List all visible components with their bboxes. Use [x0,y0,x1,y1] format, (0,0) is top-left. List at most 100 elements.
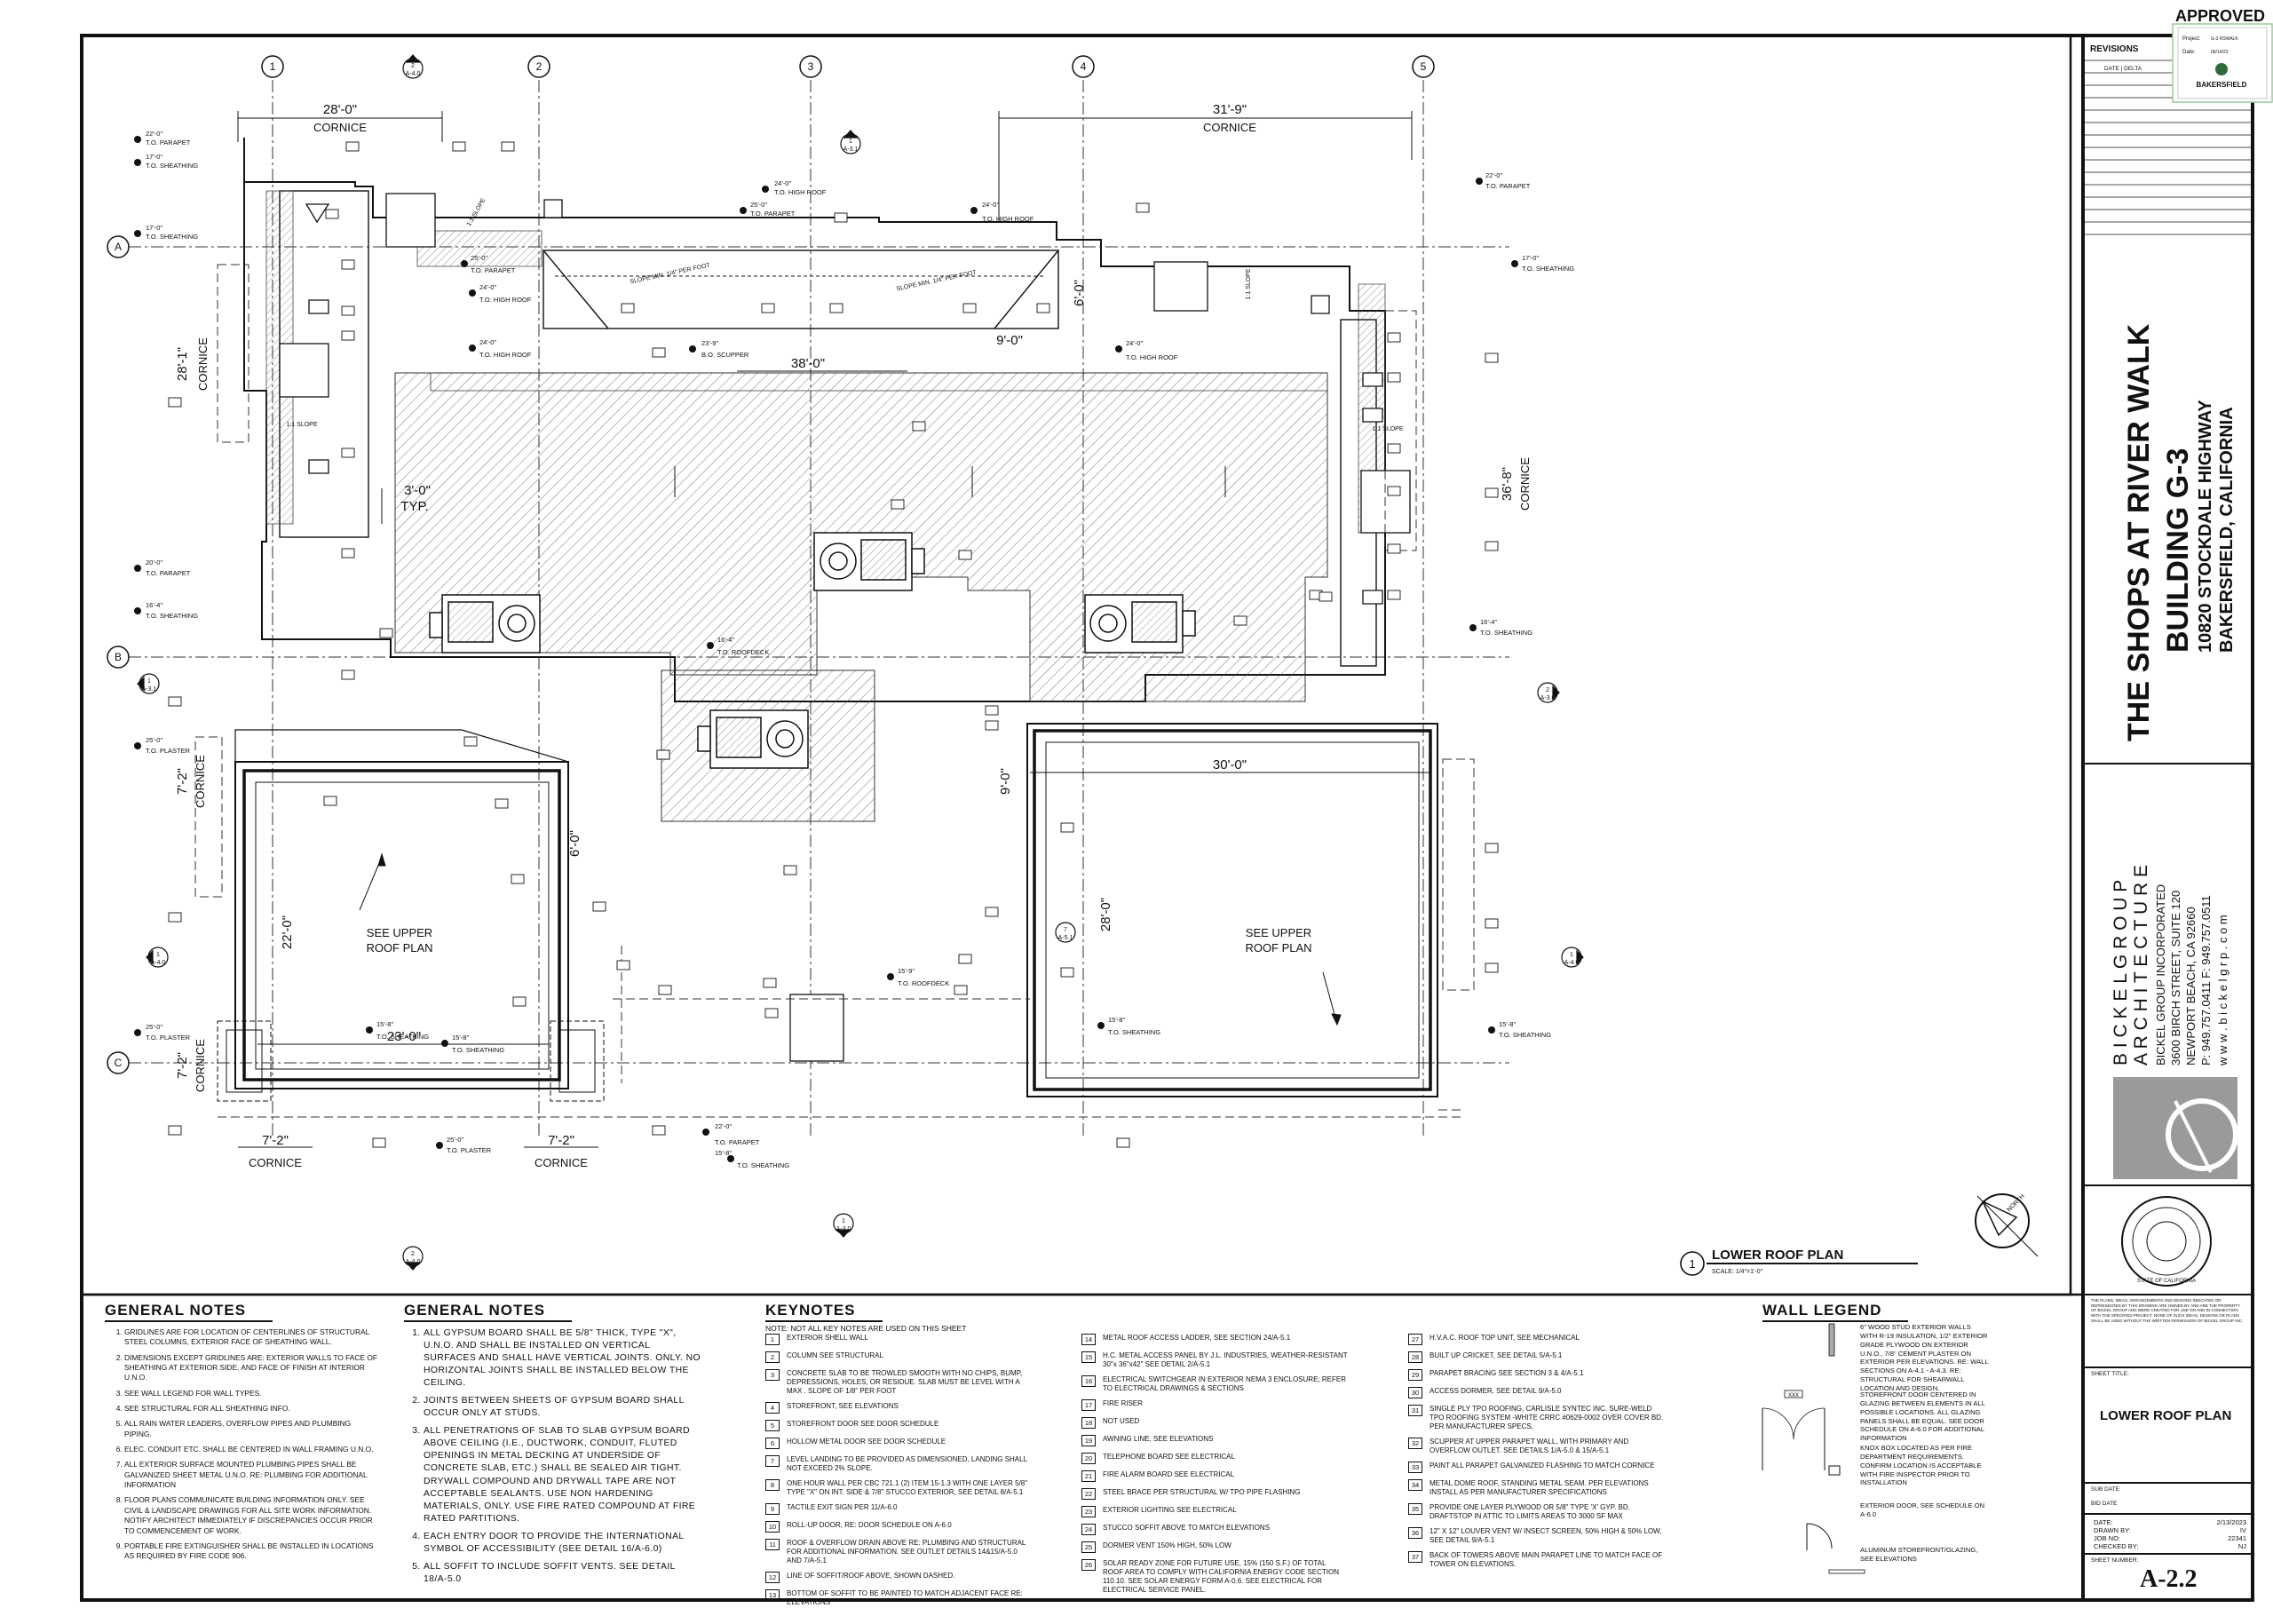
keynote-number: 32 [1408,1438,1422,1449]
dim-3-0: 3'-0" [404,483,431,498]
roof-plan: 1 2 3 4 5 A B C 28'-0" CORNICE 31'-9" CO… [107,54,2039,1276]
keynote-number: 1 [765,1334,780,1345]
svg-text:A-5.1: A-5.1 [1058,935,1073,941]
svg-text:BICKEL GROUP INCORPORATED: BICKEL GROUP INCORPORATED [2154,884,2167,1066]
access-dormer-1 [385,193,436,248]
svg-text:CORNICE: CORNICE [535,1156,588,1169]
project-address-1: 10820 STOCKDALE HIGHWAY [2196,400,2215,653]
svg-text:T.O. SHEATHING: T.O. SHEATHING [146,233,198,241]
dim-30: 30'-0" [1213,757,1247,772]
dim-28-1: 28'-1" [175,347,190,381]
svg-text:15'-9": 15'-9" [898,967,915,975]
dim-6a: 6'-0" [1072,280,1087,306]
svg-text:7: 7 [1064,927,1067,933]
see-upper-right-1: SEE UPPER [1246,926,1311,939]
svg-text:1:1 SLOPE: 1:1 SLOPE [286,422,317,428]
keynote-text: FIRE RISER [1103,1399,1143,1407]
grid-label-2: 2 [536,60,543,73]
keynote-number: 18 [1081,1417,1096,1429]
general-notes-2-list: ALL GYPSUM BOARD SHALL BE 5/8" THICK, TY… [404,1327,701,1586]
lower-left-roof [217,729,605,1102]
drawn-row: DRAWN BY:IV [2094,1526,2246,1534]
dim-7-2b: 7'-2" [175,1052,190,1079]
keynote-text: BUILT UP CRICKET, SEE DETAIL 5/A-5.1 [1430,1351,1563,1359]
keynote-number: 15 [1081,1351,1096,1363]
note-item: JOINTS BETWEEN SHEETS OF GYPSUM BOARD SH… [424,1395,701,1420]
keynote-text: H.V.A.C. ROOF TOP UNIT, SEE MECHANICAL [1430,1334,1580,1342]
firm-logo-icon [2113,1077,2237,1179]
keynote-number: 5 [765,1420,780,1431]
bakersfield-logo-icon [2215,63,2228,75]
svg-text:SLOPE MIN. 1/4" PER FOOT: SLOPE MIN. 1/4" PER FOOT [896,269,978,292]
svg-text:A-3.1: A-3.1 [142,686,157,693]
approved-stamp: APPROVED Project: Date: G-3 RSWALK 06/14… [2172,7,2273,103]
svg-text:T.O. HIGH ROOF: T.O. HIGH ROOF [1126,353,1178,361]
keynote-number: 6 [765,1438,780,1449]
elevation-markers: 22'-0"T.O. PARAPET 17'-0"T.O. SHEATHING … [134,130,1574,1169]
keynote-text: ROLL-UP DOOR, RE: DOOR SCHEDULE ON A-6.0 [787,1521,952,1529]
firm-architecture: A R C H I T E C T U R E [2131,865,2151,1066]
keynotes: KEYNOTES NOTE: NOT ALL KEY NOTES ARE USE… [765,1302,1724,1606]
svg-text:T.O. HIGH ROOF: T.O. HIGH ROOF [479,296,532,304]
svg-text:22'-0": 22'-0" [1485,171,1502,179]
keynote-text: ELECTRICAL SWITCHGEAR IN EXTERIOR NEMA 3… [1103,1375,1346,1392]
drawn-value: IV [2239,1526,2246,1534]
dim-9b: 9'-0" [998,768,1013,795]
svg-text:1: 1 [1689,1257,1695,1271]
grid-label-c: C [115,1057,123,1069]
keynote-text: TACTILE EXIT SIGN PER 11/A-6.0 [787,1503,898,1511]
grid-label-5: 5 [1421,60,1427,73]
keynote-text: SINGLE PLY TPO ROOFING, CARLISLE SYNTEC … [1430,1405,1664,1430]
svg-text:A-3.0: A-3.0 [1540,695,1556,701]
keynote-number: 20 [1081,1453,1096,1464]
wall-legend-4: EXTERIOR DOOR, SEE SCHEDULE ON A-6.0 [1860,1501,1985,1518]
svg-text:1:1 SLOPE: 1:1 SLOPE [466,197,487,227]
svg-text:15'-8": 15'-8" [1108,1016,1125,1024]
checked-label: CHECKED BY: [2094,1542,2139,1550]
grid-bubble-b [107,646,130,669]
svg-text:BAKERSFIELD: BAKERSFIELD [2197,81,2247,89]
note-item: SEE STRUCTURAL FOR ALL SHEATHING INFO. [124,1404,380,1414]
keynote-text: EXTERIOR LIGHTING SEE ELECTRICAL [1103,1506,1237,1514]
bid-date: BID DATE [2091,1501,2118,1507]
revisions-date-delta: DATE | DELTA [2104,66,2142,72]
svg-text:G-3 RSWALK: G-3 RSWALK [2211,36,2238,42]
svg-text:17'-0": 17'-0" [1522,254,1539,262]
keynote-number: 37 [1408,1551,1422,1563]
keynote-number: 33 [1408,1462,1422,1473]
svg-text:25'-0": 25'-0" [471,254,487,262]
svg-text:P: 949.757.0411 F: 949.757.05: P: 949.757.0411 F: 949.757.0511 [2199,895,2213,1066]
svg-text:CORNICE: CORNICE [196,337,210,391]
general-notes-2: GENERAL NOTES ALL GYPSUM BOARD SHALL BE … [404,1302,701,1591]
keynote-text: STOREFRONT DOOR SEE DOOR SCHEDULE [787,1420,939,1428]
svg-text:XXX: XXX [1788,1393,1799,1398]
svg-text:T.O. SHEATHING: T.O. SHEATHING [1499,1031,1551,1039]
cornice-label-right: CORNICE [1203,121,1256,134]
grid-bubble-a [107,235,130,258]
note-item: DIMENSIONS EXCEPT GRIDLINES ARE: EXTERIO… [124,1353,380,1383]
svg-text:17'-0": 17'-0" [146,224,162,232]
grid-bubble-1 [261,55,284,78]
svg-text:15'-8": 15'-8" [715,1149,732,1157]
job-value: 22341 [2228,1534,2246,1542]
firm-block: B I C K E L G R O U P A R C H I T E C T … [2111,865,2238,1179]
dim-9a: 9'-0" [996,333,1023,348]
keynote-number: 9 [765,1503,780,1515]
svg-text:15'-8": 15'-8" [376,1020,393,1028]
sheet-number: A-2.2 [2140,1565,2198,1593]
grid-label-4: 4 [1081,60,1087,73]
svg-text:T.O. PARAPET: T.O. PARAPET [471,266,516,274]
svg-text:A-4.0: A-4.0 [1564,960,1580,966]
svg-text:CORNICE: CORNICE [1518,457,1532,511]
keynote-text: SCUPPER AT UPPER PARAPET WALL, WITH PRIM… [1430,1438,1629,1454]
keynote-row: 32 SCUPPER AT UPPER PARAPET WALL, WITH PR… [1408,1438,1666,1455]
dim-typ: TYP. [400,499,428,514]
keynote-text: ROOF & OVERFLOW DRAIN ABOVE RE: PLUMBING… [787,1539,1026,1565]
svg-text:A-4.0: A-4.0 [406,71,421,77]
svg-text:1: 1 [1570,952,1573,958]
